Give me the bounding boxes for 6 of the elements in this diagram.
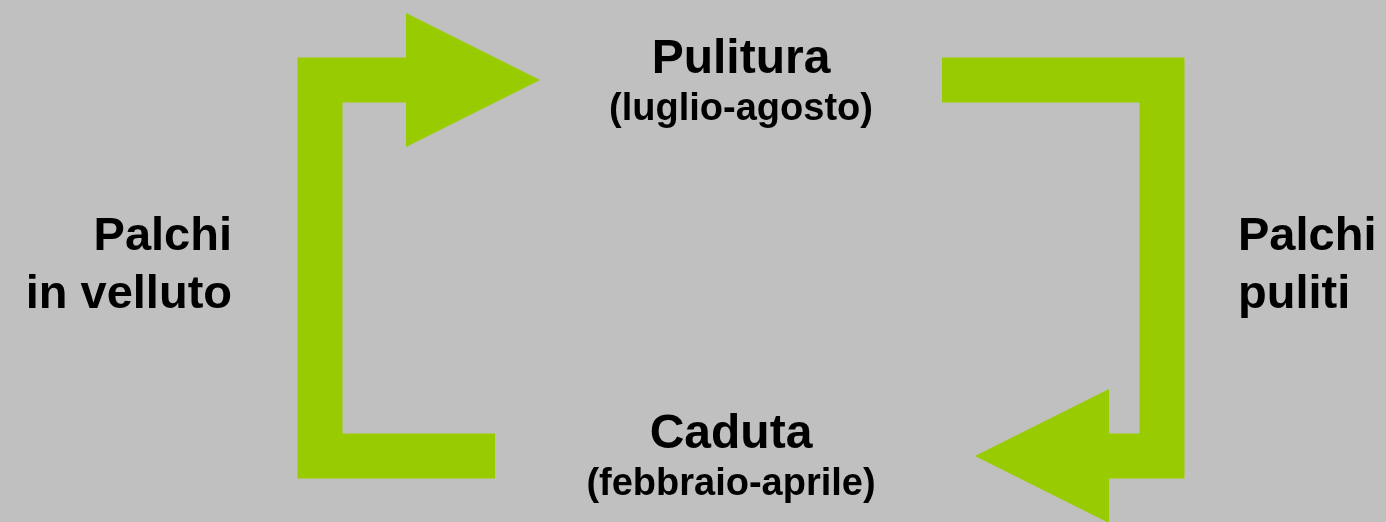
edge-label: Palchi in velluto bbox=[24, 206, 232, 320]
stage-title: Pulitura bbox=[650, 30, 832, 84]
stage-period: (febbraio-aprile) bbox=[585, 460, 877, 505]
stage-period: (luglio-agosto) bbox=[608, 85, 874, 130]
stage-title: Caduta bbox=[648, 405, 814, 459]
edge-label: Palchi puliti bbox=[1238, 206, 1378, 320]
